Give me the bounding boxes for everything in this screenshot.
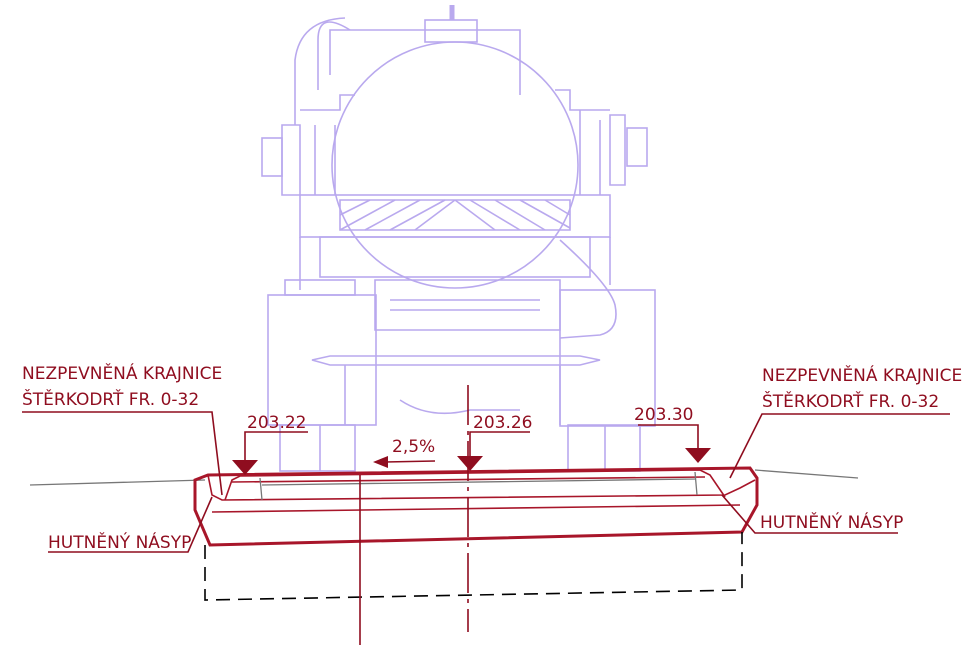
elevation-marker-right: 203.30 (634, 405, 711, 463)
elevation-marker-left: 203.22 (232, 413, 308, 475)
left-embankment-text: HUTNĚNÝ NÁSYP (48, 531, 191, 553)
elevation-center-text: 203.26 (473, 413, 532, 433)
right-embankment-text: HUTNĚNÝ NÁSYP (760, 511, 903, 533)
elevation-right-text: 203.30 (634, 405, 693, 425)
right-shoulder-line2: ŠTĚRKODRŤ FR. 0-32 (762, 390, 939, 412)
truck-outline (261, 5, 656, 472)
elevation-left-text: 203.22 (247, 413, 306, 433)
road-section (193, 466, 759, 547)
right-shoulder-label: NEZPEVNĚNÁ KRAJNICE ŠTĚRKODRŤ FR. 0-32 (729, 364, 962, 479)
slope-arrow: 2,5% (373, 437, 435, 468)
left-embankment-label: HUTNĚNÝ NÁSYP (48, 496, 213, 553)
right-shoulder-line1: NEZPEVNĚNÁ KRAJNICE (762, 364, 962, 386)
subgrade-outline (204, 532, 743, 601)
left-shoulder-label: NEZPEVNĚNÁ KRAJNICE ŠTĚRKODRŤ FR. 0-32 (22, 362, 223, 496)
left-shoulder-line2: ŠTĚRKODRŤ FR. 0-32 (22, 388, 199, 410)
elevation-marker-center: 203.26 (457, 413, 532, 471)
left-shoulder-line1: NEZPEVNĚNÁ KRAJNICE (22, 362, 222, 384)
slope-text: 2,5% (392, 437, 435, 457)
terrain-line (29, 469, 859, 486)
right-embankment-label: HUTNĚNÝ NÁSYP (721, 494, 903, 534)
